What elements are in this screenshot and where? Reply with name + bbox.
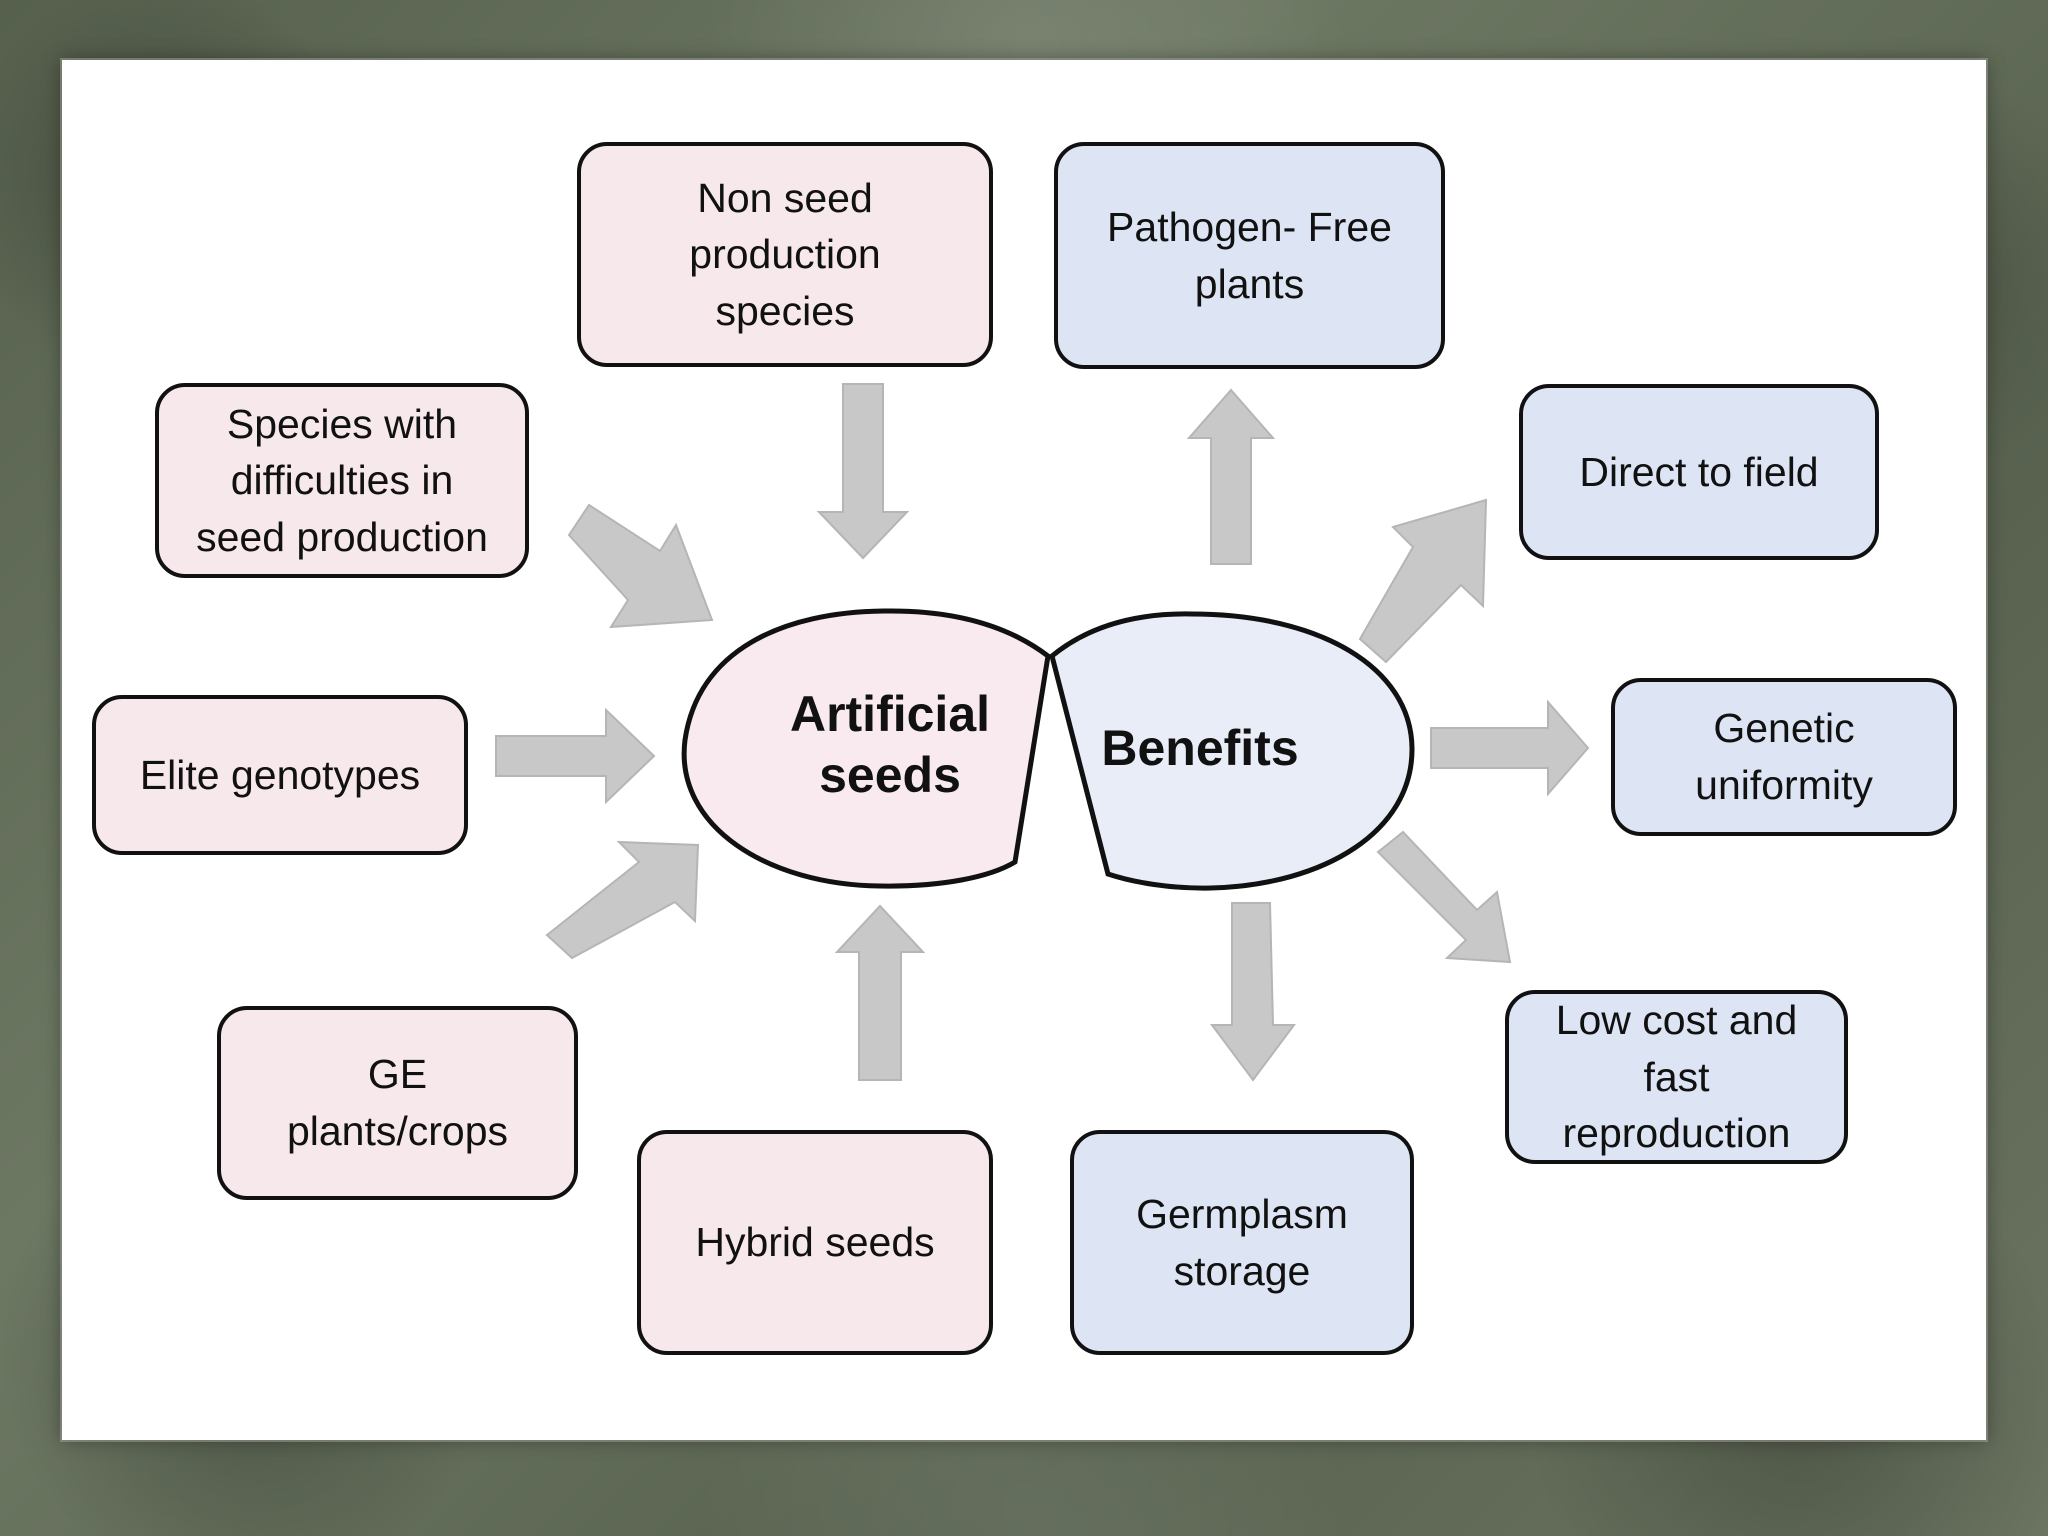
arrow-difficult-to-center [567, 503, 714, 629]
artificial-seeds-shape [681, 608, 1051, 889]
benefit-box-germplasm: Germplasm storage [1070, 1130, 1414, 1355]
benefits-shape [1049, 611, 1415, 891]
arrow-non-seed-to-center [816, 383, 910, 560]
benefit-box-direct: Direct to field [1519, 384, 1879, 560]
arrow-hybrid-to-center [834, 904, 926, 1081]
arrow-center-to-genetic [1430, 699, 1590, 797]
arrow-center-to-pathogen [1186, 388, 1276, 565]
input-box-ge: GE plants/crops [217, 1006, 578, 1200]
arrow-elite-to-center [495, 707, 656, 805]
input-box-hybrid: Hybrid seeds [637, 1130, 993, 1355]
arrows-group [495, 383, 1590, 1082]
arrow-center-to-direct [1358, 498, 1488, 664]
artificial-seeds-label: Artificial seeds [789, 686, 991, 803]
benefits-label: Benefits [1101, 719, 1299, 776]
arrow-ge-to-center [545, 840, 700, 960]
arrow-center-to-germplasm [1210, 902, 1296, 1082]
benefit-box-lowcost: Low cost and fast reproduction [1505, 990, 1848, 1164]
input-box-elite: Elite genotypes [92, 695, 468, 855]
benefit-box-pathogen: Pathogen- Free plants [1054, 142, 1445, 369]
input-box-non-seed: Non seed production species [577, 142, 993, 367]
benefit-box-genetic: Genetic uniformity [1611, 678, 1957, 836]
arrow-center-to-lowcost [1376, 830, 1512, 964]
input-box-difficult: Species with difficulties in seed produc… [155, 383, 529, 578]
